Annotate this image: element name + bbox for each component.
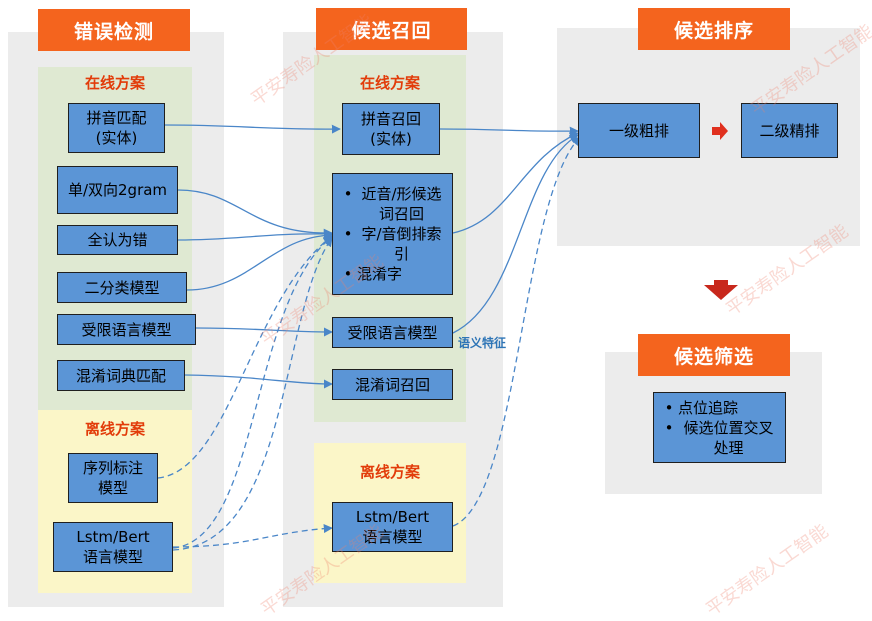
filtering-item-text: 点位追踪	[678, 398, 739, 417]
sequence-labeling-line-2: 模型	[97, 479, 128, 497]
bigram-label: 单/双向2gram	[67, 181, 168, 199]
sequence-labeling-line-1: 序列标注	[82, 459, 143, 477]
arrow-2gram-to-multi-recall	[177, 189, 333, 238]
bullet-icon: •	[664, 418, 674, 437]
arrow-recall-lstm-to-coarse	[452, 136, 581, 527]
confusion-recall-box: 混淆词召回	[332, 369, 453, 400]
fine-ranking-label: 二级精排	[759, 121, 820, 140]
restricted-lm-label: 受限语言模型	[81, 320, 172, 339]
multi-recall-item: • 字/音倒排索引	[339, 224, 446, 264]
arrow-pinyin-recall-to-coarse	[439, 126, 579, 136]
bigram-box: 单/双向2gram	[57, 166, 178, 214]
arrow-all-wrong-to-multi-recall	[177, 229, 333, 241]
arrow-confusion-dict-to-confusion-recall	[184, 374, 333, 389]
all-wrong-label: 全认为错	[87, 231, 148, 249]
bullet-icon: •	[343, 225, 353, 243]
arrow-lstm-to-multi-recall-a	[172, 236, 333, 549]
filtering-header: 候选筛选	[638, 334, 790, 376]
bullet-icon: •	[343, 265, 353, 283]
filtering-item: •点位追踪	[660, 398, 779, 418]
restricted-lm-box: 受限语言模型	[57, 314, 196, 345]
lstm-bert-detect-box: Lstm/Bert 语言模型	[53, 522, 173, 572]
arrow-lstm-to-multi-recall-b	[172, 237, 333, 551]
recall-lm-box: 受限语言模型	[332, 317, 453, 348]
pinyin-match-line-1: 拼音匹配	[86, 109, 147, 127]
arrow-coarse-to-fine	[712, 122, 728, 140]
recall-header: 候选召回	[316, 8, 467, 50]
multi-recall-item: •混淆字	[339, 264, 446, 284]
pinyin-recall-line-2: (实体)	[370, 130, 412, 148]
multi-recall-item-text: 近音/形候选词召回	[361, 185, 442, 223]
lstm-bert-recall-line-1: Lstm/Bert	[355, 508, 430, 526]
arrow-restricted-lm-to-recall-lm	[195, 327, 333, 337]
all-wrong-box: 全认为错	[57, 225, 178, 255]
binary-classifier-label: 二分类模型	[84, 278, 160, 297]
lstm-bert-recall-box: Lstm/Bert 语言模型	[332, 502, 453, 552]
lstm-bert-detect-line-1: Lstm/Bert	[76, 528, 150, 546]
arrow-ranking-to-filtering	[704, 285, 738, 300]
semantic-feature-label: 语义特征	[458, 336, 507, 350]
recall-offline-label: 离线方案	[359, 463, 420, 481]
recall-online-label: 在线方案	[359, 74, 420, 92]
detection-offline-label: 离线方案	[84, 420, 145, 438]
ranking-header: 候选排序	[638, 8, 790, 50]
pinyin-match-line-2: (实体)	[95, 129, 138, 147]
confusion-dict-box: 混淆词典匹配	[57, 360, 185, 391]
multi-recall-item: • 近音/形候选词召回	[339, 184, 446, 224]
lstm-bert-detect-line-2: 语言模型	[82, 548, 143, 566]
filtering-item-text: 候选位置交叉处理	[683, 418, 774, 457]
detection-header: 错误检测	[38, 9, 190, 51]
confusion-recall-label: 混淆词召回	[354, 375, 430, 394]
coarse-ranking-label: 一级粗排	[608, 121, 669, 140]
pinyin-recall-box: 拼音召回 (实体)	[342, 103, 440, 155]
arrow-pinyin-match-to-pinyin-recall	[164, 124, 341, 134]
arrow-multi-recall-to-coarse	[452, 132, 579, 234]
coarse-ranking-box: 一级粗排	[578, 103, 700, 158]
filtering-list: •点位追踪 • 候选位置交叉处理	[660, 398, 779, 458]
bullet-icon: •	[343, 185, 353, 203]
detection-online-label: 在线方案	[84, 74, 145, 92]
arrow-lstm-to-recall-lstm	[172, 523, 333, 548]
bullet-icon: •	[664, 398, 674, 417]
recall-lm-label: 受限语言模型	[347, 323, 438, 342]
multi-recall-item-text: 混淆字	[357, 265, 403, 283]
multi-recall-list: •近音/形候选词召回 •字/音倒排索引 •混淆字	[339, 184, 446, 284]
arrow-binary-to-multi-recall	[186, 230, 333, 291]
arrow-recall-lm-to-coarse	[452, 134, 579, 334]
pinyin-match-box: 拼音匹配 (实体)	[68, 103, 165, 153]
binary-classifier-box: 二分类模型	[57, 272, 187, 303]
arrow-seq-label-to-multi-recall	[157, 235, 333, 479]
multi-recall-box: •近音/形候选词召回 •字/音倒排索引 •混淆字	[332, 173, 453, 295]
confusion-dict-label: 混淆词典匹配	[75, 366, 166, 385]
filtering-box: •点位追踪 • 候选位置交叉处理	[653, 392, 786, 463]
pinyin-recall-line-1: 拼音召回	[360, 110, 421, 128]
fine-ranking-box: 二级精排	[741, 103, 838, 158]
multi-recall-item-text: 字/音倒排索引	[361, 225, 442, 263]
filtering-item: • 候选位置交叉处理	[660, 418, 779, 458]
lstm-bert-recall-line-2: 语言模型	[362, 528, 423, 546]
sequence-labeling-box: 序列标注 模型	[68, 453, 158, 503]
